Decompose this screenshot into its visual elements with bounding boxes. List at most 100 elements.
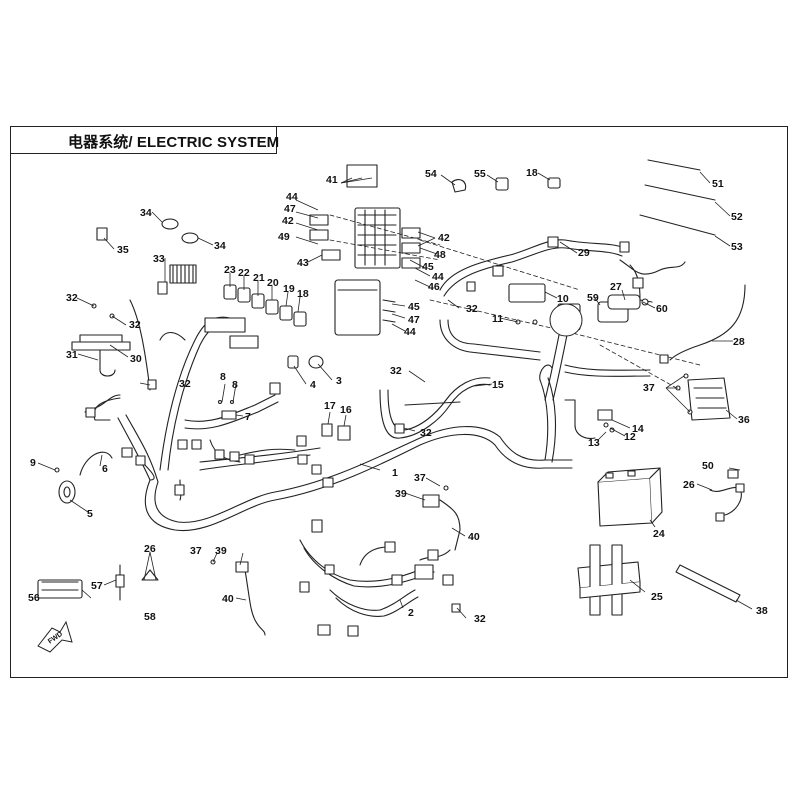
callout-42a: 42	[282, 215, 294, 227]
callout-18-top: 18	[526, 167, 538, 179]
callout-32b: 32	[129, 319, 141, 331]
parts-27-59-60	[607, 294, 653, 310]
callout-32g: 32	[474, 613, 486, 625]
title-box	[10, 126, 277, 154]
fuse-box	[309, 164, 421, 336]
callout-39a: 39	[395, 488, 407, 500]
callout-59: 59	[587, 292, 599, 304]
callout-42b: 42	[438, 232, 450, 244]
leader-lines	[37, 171, 753, 619]
callout-45b: 45	[408, 301, 420, 313]
callout-7: 7	[245, 411, 251, 423]
callout-1: 1	[392, 467, 398, 479]
cables-51-53	[639, 159, 746, 364]
callout-30: 30	[130, 353, 142, 365]
callout-17: 17	[324, 400, 336, 412]
callout-37b: 37	[414, 472, 426, 484]
diagram-title: 电器系统/ ELECTRIC SYSTEM	[68, 134, 280, 151]
callout-23: 23	[224, 264, 236, 276]
callout-55: 55	[474, 168, 486, 180]
relays-18-23	[204, 284, 307, 349]
callout-4: 4	[310, 379, 316, 391]
callout-44c: 44	[404, 326, 416, 338]
callout-37a: 37	[643, 382, 655, 394]
callout-2: 2	[408, 607, 414, 619]
battery-holder	[577, 544, 641, 616]
left-harness-branch	[84, 299, 296, 501]
callout-16: 16	[340, 404, 352, 416]
callout-3: 3	[336, 375, 342, 387]
rear-connectors	[210, 485, 461, 637]
callout-14: 14	[632, 423, 644, 435]
callout-33: 33	[153, 253, 165, 265]
callout-39b: 39	[215, 545, 227, 557]
callout-57: 57	[91, 580, 103, 592]
clamps	[161, 218, 199, 244]
callout-40a: 40	[468, 531, 480, 543]
callout-37c: 37	[190, 545, 202, 557]
callout-25: 25	[651, 591, 663, 603]
callout-48: 48	[434, 249, 446, 261]
callout-15: 15	[492, 379, 504, 391]
fwd-arrow: FWD	[37, 620, 73, 653]
upper-right-harness	[439, 239, 686, 401]
ecu-and-relay	[466, 236, 644, 337]
callout-10: 10	[557, 293, 569, 305]
callout-40b: 40	[222, 593, 234, 605]
callout-21: 21	[253, 272, 265, 284]
callout-41: 41	[326, 174, 338, 186]
callout-8a: 8	[220, 371, 226, 383]
callout-18: 18	[297, 288, 309, 300]
parts-artwork	[37, 159, 746, 637]
callout-34b: 34	[214, 240, 226, 252]
top-small-parts	[451, 177, 561, 193]
callout-43: 43	[297, 257, 309, 269]
ecu-module	[675, 373, 731, 421]
callout-24: 24	[653, 528, 665, 540]
parts-26-50	[709, 469, 745, 522]
callout-47b: 47	[408, 314, 420, 326]
misc-switches	[217, 355, 351, 441]
callout-32d: 32	[390, 365, 402, 377]
battery-strap	[675, 564, 741, 603]
left-connectors	[85, 227, 334, 496]
callout-45a: 45	[422, 261, 434, 273]
callout-49: 49	[278, 231, 290, 243]
callout-32e: 32	[420, 427, 432, 439]
callout-35: 35	[117, 244, 129, 256]
callout-58: 58	[144, 611, 156, 623]
bottom-left-parts	[37, 564, 159, 601]
callout-52: 52	[731, 211, 743, 223]
callout-60: 60	[656, 303, 668, 315]
rear-harness	[244, 499, 461, 636]
callout-53: 53	[731, 241, 743, 253]
callout-34a: 34	[140, 207, 152, 219]
callout-47a: 47	[284, 203, 296, 215]
callout-9: 9	[30, 457, 36, 469]
callout-32c: 32	[179, 378, 191, 390]
callout-12: 12	[624, 431, 636, 443]
regulator	[169, 264, 197, 284]
callout-32f: 32	[466, 303, 478, 315]
callout-19: 19	[283, 283, 295, 295]
callout-56: 56	[28, 592, 40, 604]
callout-27: 27	[610, 281, 622, 293]
parts-12-14	[564, 399, 615, 439]
callout-32a: 32	[66, 292, 78, 304]
callout-46: 46	[428, 281, 440, 293]
callout-20: 20	[267, 277, 279, 289]
callout-28: 28	[733, 336, 745, 348]
callout-44b: 44	[432, 271, 444, 283]
callout-51: 51	[712, 178, 724, 190]
callout-8b: 8	[232, 379, 238, 391]
callout-36: 36	[738, 414, 750, 426]
callout-44a: 44	[286, 191, 298, 203]
callout-29: 29	[578, 247, 590, 259]
callout-26b: 26	[683, 479, 695, 491]
callout-54: 54	[425, 168, 437, 180]
callout-50: 50	[702, 460, 714, 472]
callout-6: 6	[102, 463, 108, 475]
callout-26a: 26	[144, 543, 156, 555]
horn-and-sensor	[54, 451, 113, 504]
callout-13: 13	[588, 437, 600, 449]
